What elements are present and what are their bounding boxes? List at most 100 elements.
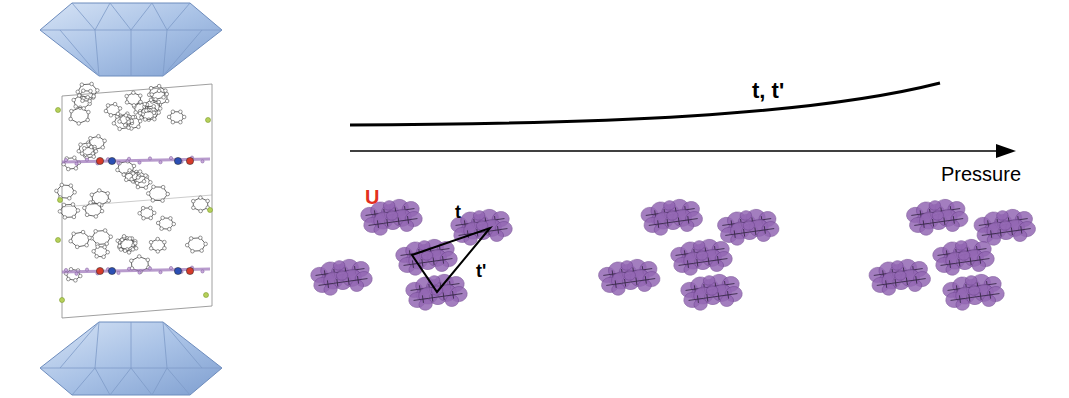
atom [81,89,85,93]
atom [130,259,134,263]
atom [141,206,145,210]
pressure-axis [350,150,1000,152]
atom [103,139,107,143]
atom [143,118,147,122]
ring-bond [140,106,159,119]
atom [146,258,150,262]
molecule-bond [658,220,659,228]
atom [149,180,153,184]
atom [149,216,153,220]
atom [78,274,82,278]
orbital-lobe [703,275,716,286]
atom [73,190,77,194]
atom [116,168,120,172]
anvil-facet [163,30,202,76]
molecule-bond [718,256,719,264]
atom [130,177,134,181]
molecule-bond [688,216,689,224]
atom [96,245,100,249]
molecule-bond [319,279,368,286]
molecule-bond [980,292,981,300]
atom [151,199,155,203]
anvil-facet [110,3,131,30]
molecule-bond [697,259,698,267]
molecule-bond [697,295,698,303]
orbital-lobe [999,220,1012,231]
atom [80,152,84,156]
molecule-bond [689,294,738,301]
anvil-facet [152,3,167,30]
atom [125,101,129,105]
atom [204,242,208,246]
axis-label: Pressure [941,164,1021,184]
fluorine-atom [58,198,63,203]
atom [62,203,66,207]
atom [104,109,108,113]
atom [88,99,92,103]
atom [86,95,90,99]
atom [68,196,72,200]
atom [123,123,127,127]
fluorine-atom [206,118,211,123]
molecule-orbital [397,247,458,278]
atom [74,105,78,109]
atom [123,173,127,177]
molecule-bond [443,292,444,300]
molecule-orbital [934,247,996,278]
molecule-bond [679,259,728,266]
atom [182,115,186,119]
orbital-lobe [336,270,349,281]
orbital-lobe [929,200,942,211]
orbital-lobe [473,210,486,221]
atom [206,199,210,203]
orbital-lobe [894,270,907,281]
atom [85,158,88,161]
unit-cell [62,195,212,207]
atom [132,104,136,108]
ring-bond [79,143,95,156]
molecule-bond [1021,226,1022,234]
molecule-bond [414,294,463,301]
atom [60,183,64,187]
molecule-orbital [452,217,513,248]
atom [113,102,117,106]
atom [81,230,85,234]
molecule-bond [422,259,423,267]
molecule-bond [422,295,423,303]
molecule-bond [970,257,971,265]
molecule-bond [337,279,338,287]
atom [85,213,89,217]
atom [71,203,75,207]
atom [92,249,96,253]
molecule-bond [412,260,413,268]
anvil-body [40,322,222,395]
molecule-bond [944,217,945,225]
molecule-orbital [908,207,970,238]
atom [90,193,94,197]
parameter-label: t' [476,262,486,280]
orbital-lobe [696,250,709,261]
ring-bond [74,95,90,108]
atom [67,277,71,281]
atom [156,250,160,254]
atom [95,255,99,259]
molecule-bond [667,219,668,227]
molecule-bond [764,226,765,234]
molecule-bond [348,277,349,285]
atom [75,245,79,249]
molecule-bond [933,219,934,227]
atom [127,251,131,255]
atom [72,98,76,102]
atom [149,247,153,251]
atom [158,107,162,111]
molecule-bond [982,229,1031,236]
atom [107,199,111,203]
atom [201,270,204,273]
atom [201,160,204,163]
atom [152,105,156,109]
molecule-bond [707,294,708,302]
atom [101,146,105,150]
molecule-bond [398,217,399,225]
atom [157,100,161,104]
atom [127,126,131,130]
